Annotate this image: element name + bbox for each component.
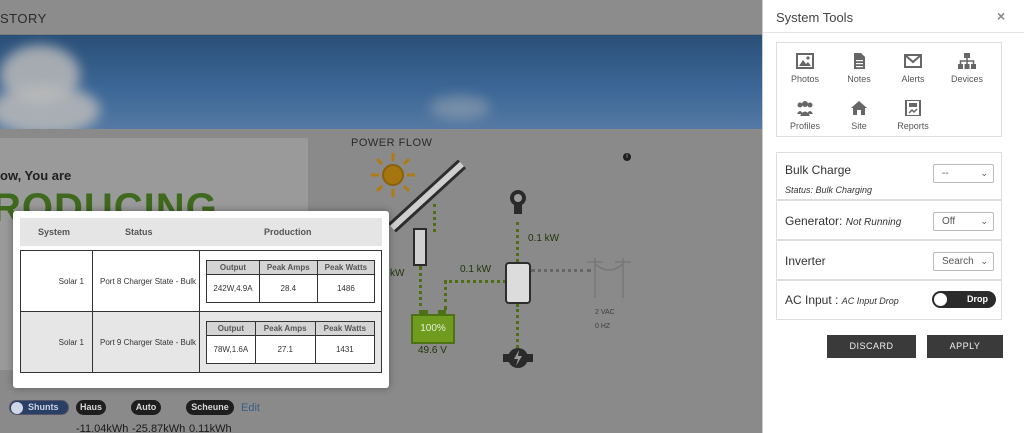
users-icon <box>797 101 813 116</box>
tool-reports[interactable]: Reports <box>889 100 937 140</box>
column-header-system: System <box>38 227 71 237</box>
subheader-peak-watts: Peak Watts <box>314 320 376 336</box>
info-icon[interactable]: i <box>623 153 631 161</box>
subheader-peak-amps: Peak Amps <box>258 259 318 275</box>
table-row: Solar 1 Port 8 Charger State - Bulk Outp… <box>20 250 382 312</box>
power-flow-title: POWER FLOW <box>351 137 433 149</box>
column-header-production: Production <box>264 227 312 237</box>
subheader-output: Output <box>206 259 260 275</box>
generator-select[interactable]: Off ⌄ <box>933 212 994 231</box>
chevron-down-icon: ⌄ <box>980 216 988 226</box>
inverter-icon <box>505 262 531 304</box>
grid-frequency: 0 HZ <box>595 323 611 330</box>
chevron-down-icon: ⌄ <box>980 168 988 178</box>
subheader-output: Output <box>206 320 256 336</box>
inverter-row: Inverter Search ⌄ <box>776 240 1002 280</box>
app-header-title: STORY <box>0 11 47 26</box>
discard-button[interactable]: DISCARD <box>827 335 916 358</box>
grid-tower-icon <box>587 258 631 298</box>
generator-row: Generator: Not Running Off ⌄ <box>776 200 1002 240</box>
load-power-label: 0.1 kW <box>528 233 560 244</box>
inverter-select[interactable]: Search ⌄ <box>933 252 994 271</box>
close-icon[interactable]: × <box>997 8 1006 24</box>
inverter-power-label: 0.1 kW <box>460 264 492 275</box>
tool-alerts[interactable]: Alerts <box>889 53 937 93</box>
shunt-pill-haus[interactable]: Haus <box>76 400 106 415</box>
kwh-value: 0.11kWh <box>189 423 232 433</box>
charge-controller-icon <box>413 228 427 266</box>
ac-input-state: AC Input Drop <box>841 296 899 306</box>
shunt-pill-auto[interactable]: Auto <box>131 400 161 415</box>
system-cell: Solar 1 <box>20 311 93 373</box>
tools-grid: Photos Notes Alerts <box>776 42 1002 137</box>
generator-label: Generator: Not Running <box>785 214 902 228</box>
bulk-charge-label: Bulk Charge <box>785 163 852 177</box>
edit-shunts-link[interactable]: Edit <box>241 402 260 414</box>
peak-watts-value: 1431 <box>314 334 376 364</box>
output-value: 78W,1.6A <box>206 334 256 364</box>
peak-watts-value: 1486 <box>316 273 376 303</box>
subheader-peak-amps: Peak Amps <box>254 320 316 336</box>
peak-amps-value: 28.4 <box>258 273 318 303</box>
ac-input-row: AC Input : AC Input Drop Drop <box>776 280 1002 320</box>
production-cell: Output Peak Amps Peak Watts 78W,1.6A 27.… <box>199 311 382 373</box>
home-icon <box>851 101 867 115</box>
battery-icon: 100% <box>411 314 455 344</box>
production-popup: System Status Production Solar 1 Port 8 … <box>13 211 389 388</box>
status-cell: Port 8 Charger State - Bulk <box>92 250 200 312</box>
tool-photos[interactable]: Photos <box>781 53 829 93</box>
sun-icon <box>371 153 415 197</box>
chevron-down-icon: ⌄ <box>980 256 988 266</box>
bulk-charge-select[interactable]: -- ⌄ <box>933 164 994 183</box>
bulk-charge-row: Bulk Charge Status: Bulk Charging -- ⌄ <box>776 152 1002 200</box>
battery-voltage: 49.6 V <box>418 345 447 356</box>
ac-input-drop-toggle[interactable]: Drop <box>932 291 996 308</box>
tool-profiles[interactable]: Profiles <box>781 100 829 140</box>
generator-icon <box>503 348 533 368</box>
table-row: Solar 1 Port 9 Charger State - Bulk Outp… <box>20 311 382 373</box>
production-subtable: Output Peak Amps Peak Watts 242W,4.9A 28… <box>206 259 376 303</box>
shunts-toggle[interactable]: Shunts <box>9 400 69 415</box>
app-header: STORY <box>0 0 762 35</box>
production-table-header: System Status Production <box>20 218 382 246</box>
kwh-value: -11.04kWh <box>76 423 129 433</box>
kwh-value: -25.87kWh <box>132 423 186 433</box>
sky-banner <box>0 35 762 135</box>
generator-state: Not Running <box>845 217 902 228</box>
apply-button[interactable]: APPLY <box>927 335 1003 358</box>
ac-input-label: AC Input : AC Input Drop <box>785 293 899 307</box>
production-subtable: Output Peak Amps Peak Watts 78W,1.6A 27.… <box>206 320 376 364</box>
peak-amps-value: 27.1 <box>254 334 316 364</box>
producing-intro: ow, You are <box>0 168 72 183</box>
tool-devices[interactable]: Devices <box>943 53 991 93</box>
envelope-icon <box>904 54 922 68</box>
bulk-charge-status: Status: Bulk Charging <box>785 185 873 195</box>
image-icon <box>796 53 814 69</box>
panel-title: System Tools <box>776 10 854 25</box>
shunt-pill-scheune[interactable]: Scheune <box>186 400 234 415</box>
status-cell: Port 9 Charger State - Bulk <box>92 311 200 373</box>
tool-notes[interactable]: Notes <box>835 53 883 93</box>
inverter-label: Inverter <box>785 254 826 268</box>
production-table: Solar 1 Port 8 Charger State - Bulk Outp… <box>20 250 382 373</box>
subheader-peak-watts: Peak Watts <box>316 259 376 275</box>
output-value: 242W,4.9A <box>206 273 260 303</box>
system-tools-panel: System Tools × Photos Notes <box>762 0 1024 433</box>
lightbulb-icon <box>510 190 526 214</box>
production-cell: Output Peak Amps Peak Watts 242W,4.9A 28… <box>199 250 382 312</box>
sitemap-icon <box>958 53 976 69</box>
solar-power-label: kW <box>390 268 405 279</box>
document-icon <box>854 53 865 69</box>
column-header-status: Status <box>125 227 153 237</box>
report-icon <box>905 100 921 116</box>
solar-panel-icon <box>388 160 467 232</box>
tool-site[interactable]: Site <box>835 100 883 140</box>
grid-voltage: 2 VAC <box>595 309 615 316</box>
system-cell: Solar 1 <box>20 250 93 312</box>
